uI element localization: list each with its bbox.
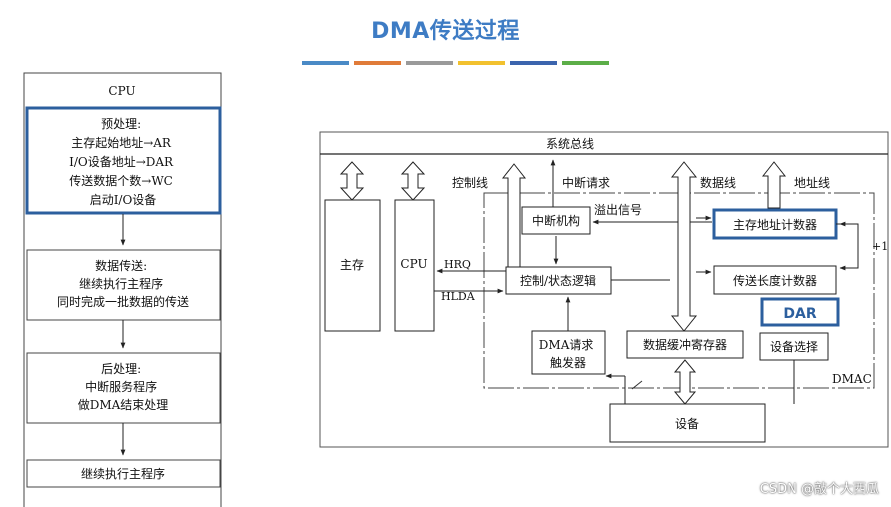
color-bar-segment-1 [302,61,349,65]
device-box [609,403,766,443]
buffer-device-double-arrow [673,359,697,405]
flowchart-step-transfer [26,249,221,321]
flowchart-step-preprocess-text: 预处理: 主存起始地址→AR I/O设备地址→DAR 传送数据个数→WC 启动I… [69,117,177,207]
address-line-label: 地址线 [794,176,830,190]
control-status-logic-label: 控制/状态逻辑 [520,274,596,288]
flowchart-step-postprocess [26,352,221,424]
color-bar-segment-3 [406,61,453,65]
title-color-bar [302,61,609,65]
flowchart-step-continue-text: 继续执行主程序 [81,466,165,481]
control-status-logic-box [505,266,612,295]
dar-box [760,297,840,327]
flowchart-cpu-frame [23,72,222,507]
interrupt-mechanism-box [521,206,591,235]
device-select-label: 设备选择 [770,340,818,354]
dar-label: DAR [783,306,816,322]
hrq-label: HRQ [444,258,471,271]
cpu-box [394,199,435,332]
color-bar-segment-5 [510,61,557,65]
data-line-label: 数据线 [700,175,736,190]
data-buffer-register-box [626,330,744,359]
csdn-watermark: CSDN @敲个大西瓜 [759,482,879,497]
memory-bus-double-arrow [339,161,365,201]
data-buffer-register-label: 数据缓冲寄存器 [643,337,727,352]
control-line-label: 控制线 [452,176,488,190]
diagram-border [319,131,889,448]
page-title: DMA传送过程 [371,19,520,44]
color-bar-segment-2 [354,61,401,65]
device-label: 设备 [675,417,699,431]
color-bar-segment-6 [562,61,609,65]
interrupt-request-label: 中断请求 [562,175,610,190]
main-memory-box [324,199,381,332]
cpu-label: CPU [400,257,427,271]
main-address-counter-label: 主存地址计数器 [733,217,817,232]
transfer-length-counter-box [713,265,837,295]
dmac-label: DMAC [832,372,872,386]
increment-feedback-line [836,223,859,271]
color-bar-segment-4 [458,61,505,65]
device-select-box [759,332,829,361]
address-line-arrow [761,161,787,209]
dma-block-diagram: 系统总线 DMAC 主存 CPU 控制线 中断请求 中断机构 溢出信号 数据线 … [319,131,889,448]
control-line-arrow [501,163,527,269]
overflow-signal-label: 溢出信号 [594,203,642,217]
hlda-label: HLDA [441,290,476,303]
system-bus-label: 系统总线 [546,137,594,151]
device-bus-slash [631,380,643,390]
data-line-double-arrow [670,161,698,332]
transfer-length-counter-label: 传送长度计数器 [733,273,817,288]
flowchart-step-continue [26,459,221,488]
dma-request-box [531,330,606,375]
cpu-bus-double-arrow [400,161,426,201]
main-memory-label: 主存 [340,258,364,272]
flowchart-step-preprocess [25,106,222,215]
flowchart-step-postprocess-text: 后处理: 中断服务程序 做DMA结束处理 [78,362,169,412]
interrupt-mechanism-label: 中断机构 [532,213,580,228]
flowchart-step-transfer-text: 数据传送: 继续执行主程序 同时完成一批数据的传送 [57,258,189,309]
dma-request-label: DMA请求 触发器 [539,338,597,370]
flowchart: CPU 预处理: 主存起始地址→AR I/O设备地址→DAR 传送数据个数→WC… [23,72,222,507]
plus-one-label: +1 [872,240,888,253]
flowchart-cpu-header: CPU [108,84,135,98]
